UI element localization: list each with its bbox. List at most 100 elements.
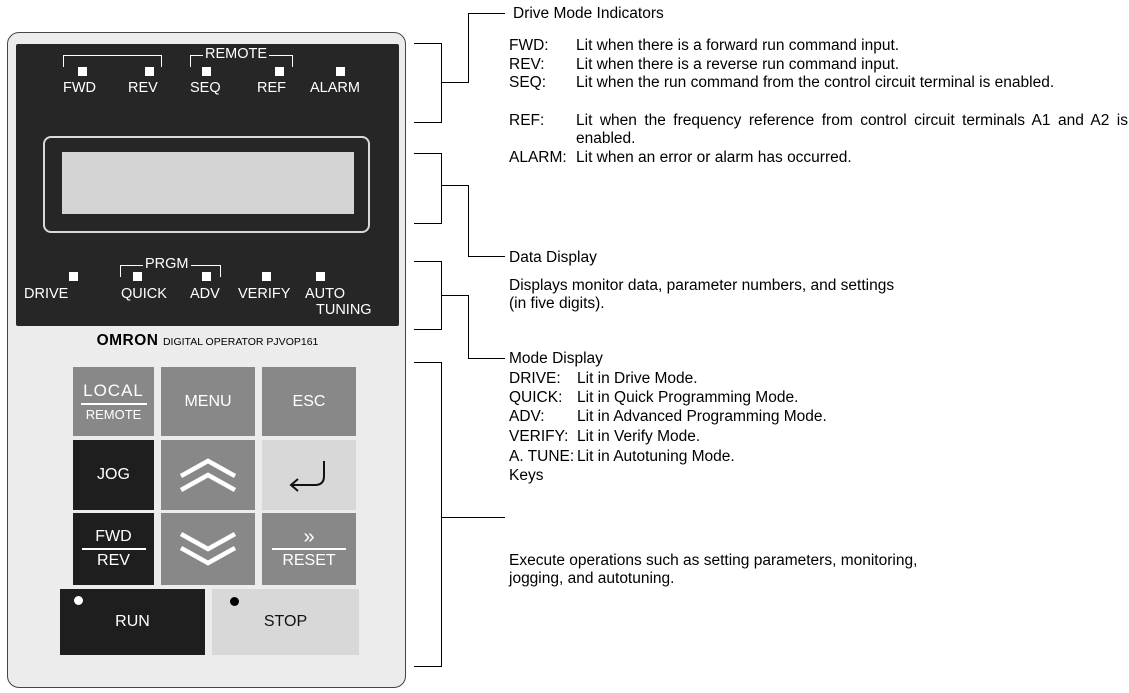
seq-led: [202, 67, 211, 76]
desc-atune: A. TUNE: Lit in Autotuning Mode.: [509, 448, 1009, 466]
callout-line: [414, 153, 442, 155]
ref-label: REF: [257, 80, 286, 96]
key-divider: [81, 548, 146, 550]
local-label: LOCAL: [83, 381, 144, 401]
menu-key[interactable]: MENU: [161, 367, 255, 436]
callout-line: [468, 185, 470, 257]
def-atune: Lit in Autotuning Mode.: [577, 448, 735, 465]
reset-key-label: RESET: [282, 551, 336, 569]
verify-label: VERIFY: [238, 286, 291, 302]
down-key[interactable]: [161, 513, 255, 585]
run-lamp: [74, 596, 83, 605]
enter-arrow-icon: [289, 461, 325, 492]
auto-label: AUTO: [305, 286, 346, 302]
menu-label: MENU: [184, 392, 232, 410]
def-alarm: Lit when an error or alarm has occurred.: [576, 149, 852, 166]
desc-ref: REF: Lit when the frequency reference fr…: [509, 112, 1128, 148]
callout-line: [468, 256, 505, 258]
up-key[interactable]: [161, 440, 255, 510]
fwd-label: FWD: [63, 80, 97, 96]
term-seq: SEQ:: [509, 74, 547, 91]
fwd-key-label: FWD: [95, 528, 132, 546]
def-drive: Lit in Drive Mode.: [577, 370, 698, 387]
adv-label: ADV: [190, 286, 220, 302]
callout-line: [441, 82, 468, 84]
fwd-led: [78, 67, 87, 76]
def-verify: Lit in Verify Mode.: [577, 428, 701, 445]
term-quick: QUICK:: [509, 389, 563, 406]
term-drive: DRIVE:: [509, 370, 561, 387]
data-display-desc: Displays monitor data, parameter numbers…: [509, 277, 895, 312]
seq-label: SEQ: [190, 80, 221, 96]
callout-line: [414, 122, 442, 124]
callout-line: [414, 223, 442, 225]
autotuning-led: [316, 272, 325, 281]
rev-label: REV: [128, 80, 158, 96]
data-display-title: Data Display: [509, 249, 597, 266]
stop-lamp: [230, 597, 239, 606]
callout-line: [414, 362, 442, 364]
tuning-label: TUNING: [316, 302, 372, 318]
keys-title: Keys: [509, 467, 544, 484]
term-alarm: ALARM:: [509, 149, 567, 166]
data-display-frame: [43, 136, 370, 233]
callout-line: [414, 666, 442, 668]
esc-label: ESC: [292, 392, 326, 410]
def-seq: Lit when the run command from the contro…: [576, 74, 1055, 91]
drive-mode-title: Drive Mode Indicators: [513, 5, 664, 22]
data-display-lcd: [62, 152, 354, 214]
drive-led: [69, 272, 78, 281]
callout-line: [441, 295, 468, 297]
shift-icon: »: [303, 526, 315, 549]
rev-led: [145, 67, 154, 76]
verify-led: [262, 272, 271, 281]
keys-desc: Execute operations such as setting param…: [509, 552, 918, 587]
key-divider: [80, 403, 147, 405]
model-name: DIGITAL OPERATOR PJVOP161: [162, 336, 319, 348]
double-chevron-down-icon: [179, 532, 237, 566]
callout-line: [441, 153, 443, 224]
term-ref: REF:: [509, 112, 545, 129]
desc-rev: REV: Lit when there is a reverse run com…: [509, 56, 1114, 74]
fwd-rev-key[interactable]: FWD REV: [73, 513, 154, 585]
def-adv: Lit in Advanced Programming Mode.: [577, 408, 827, 425]
enter-key[interactable]: [262, 440, 356, 510]
callout-line: [414, 329, 442, 331]
key-divider: [272, 548, 346, 550]
desc-fwd: FWD: Lit when there is a forward run com…: [509, 37, 1114, 55]
local-remote-key[interactable]: LOCAL REMOTE: [73, 367, 154, 436]
shift-reset-key[interactable]: » RESET: [262, 513, 356, 585]
def-rev: Lit when there is a reverse run command …: [576, 56, 900, 73]
desc-alarm: ALARM: Lit when an error or alarm has oc…: [509, 149, 1114, 167]
rev-key-label: REV: [97, 551, 130, 569]
drive-label: DRIVE: [24, 286, 69, 302]
def-fwd: Lit when there is a forward run command …: [576, 37, 900, 54]
callout-line: [414, 43, 442, 45]
run-label: RUN: [115, 613, 150, 630]
remote-label: REMOTE: [203, 46, 270, 62]
adv-led: [202, 272, 211, 281]
esc-key[interactable]: ESC: [262, 367, 356, 436]
def-ref: Lit when the frequency reference from co…: [576, 112, 1128, 147]
quick-led: [133, 272, 142, 281]
term-adv: ADV:: [509, 408, 545, 425]
term-fwd: FWD:: [509, 37, 549, 54]
fwd-rev-bracket: [63, 55, 162, 67]
ref-led: [275, 67, 284, 76]
double-chevron-up-icon: [179, 458, 237, 492]
desc-seq: SEQ: Lit when the run command from the c…: [509, 74, 1114, 110]
quick-label: QUICK: [121, 286, 167, 302]
alarm-label: ALARM: [310, 80, 360, 96]
alarm-led: [336, 67, 345, 76]
def-quick: Lit in Quick Programming Mode.: [577, 389, 799, 406]
callout-line: [468, 358, 505, 360]
desc-quick: QUICK: Lit in Quick Programming Mode.: [509, 389, 1009, 407]
stop-label: STOP: [263, 613, 308, 630]
desc-adv: ADV: Lit in Advanced Programming Mode.: [509, 408, 1009, 426]
callout-line: [441, 517, 505, 519]
jog-key[interactable]: JOG: [73, 440, 154, 510]
callout-line: [468, 13, 505, 15]
mode-display-title: Mode Display: [509, 350, 603, 367]
callout-line: [468, 13, 470, 83]
run-key[interactable]: RUN: [60, 589, 205, 655]
